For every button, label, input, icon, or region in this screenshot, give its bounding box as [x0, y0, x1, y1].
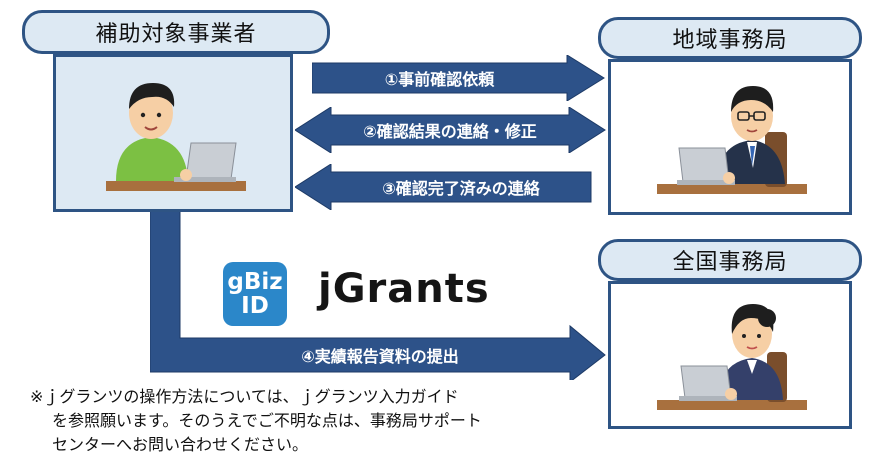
- footnote-line-3: センターへお問い合わせください。: [52, 435, 309, 454]
- jgrants-logo: jGrants: [318, 266, 490, 312]
- arrow-3-label: ③確認完了済みの連絡: [382, 179, 540, 198]
- arrow-2-label: ②確認結果の連絡・修正: [363, 122, 537, 141]
- regional-office-panel: [608, 59, 852, 215]
- arrow-4-submit-report: [150, 210, 606, 380]
- national-office-title: 全国事務局: [598, 239, 862, 281]
- national-staff-illustration-icon: [657, 304, 807, 410]
- footnote: ※ｊグランツの操作方法については、ｊグランツ入力ガイド を参照願います。そのうえ…: [30, 385, 610, 457]
- footnote-line-1: ※ｊグランツの操作方法については、ｊグランツ入力ガイド: [30, 387, 459, 406]
- arrow-4-label: ④実績報告資料の提出: [301, 347, 459, 366]
- arrow-1-label: ①事前確認依頼: [384, 70, 495, 89]
- applicant-panel: [53, 54, 293, 212]
- gbizid-logo-icon: gBiz ID: [223, 262, 287, 326]
- arrow-3-check-complete: [295, 164, 592, 210]
- national-office-panel: [608, 281, 852, 429]
- arrow-1-pre-check-request: [312, 55, 605, 101]
- regional-office-title: 地域事務局: [598, 17, 862, 59]
- arrow-2-result-feedback: [295, 107, 606, 153]
- regional-staff-illustration-icon: [657, 86, 807, 194]
- footnote-line-2: を参照願います。そのうえでご不明な点は、事務局サポート: [52, 411, 482, 430]
- applicant-title: 補助対象事業者: [22, 10, 330, 54]
- applicant-illustration-icon: [106, 83, 246, 191]
